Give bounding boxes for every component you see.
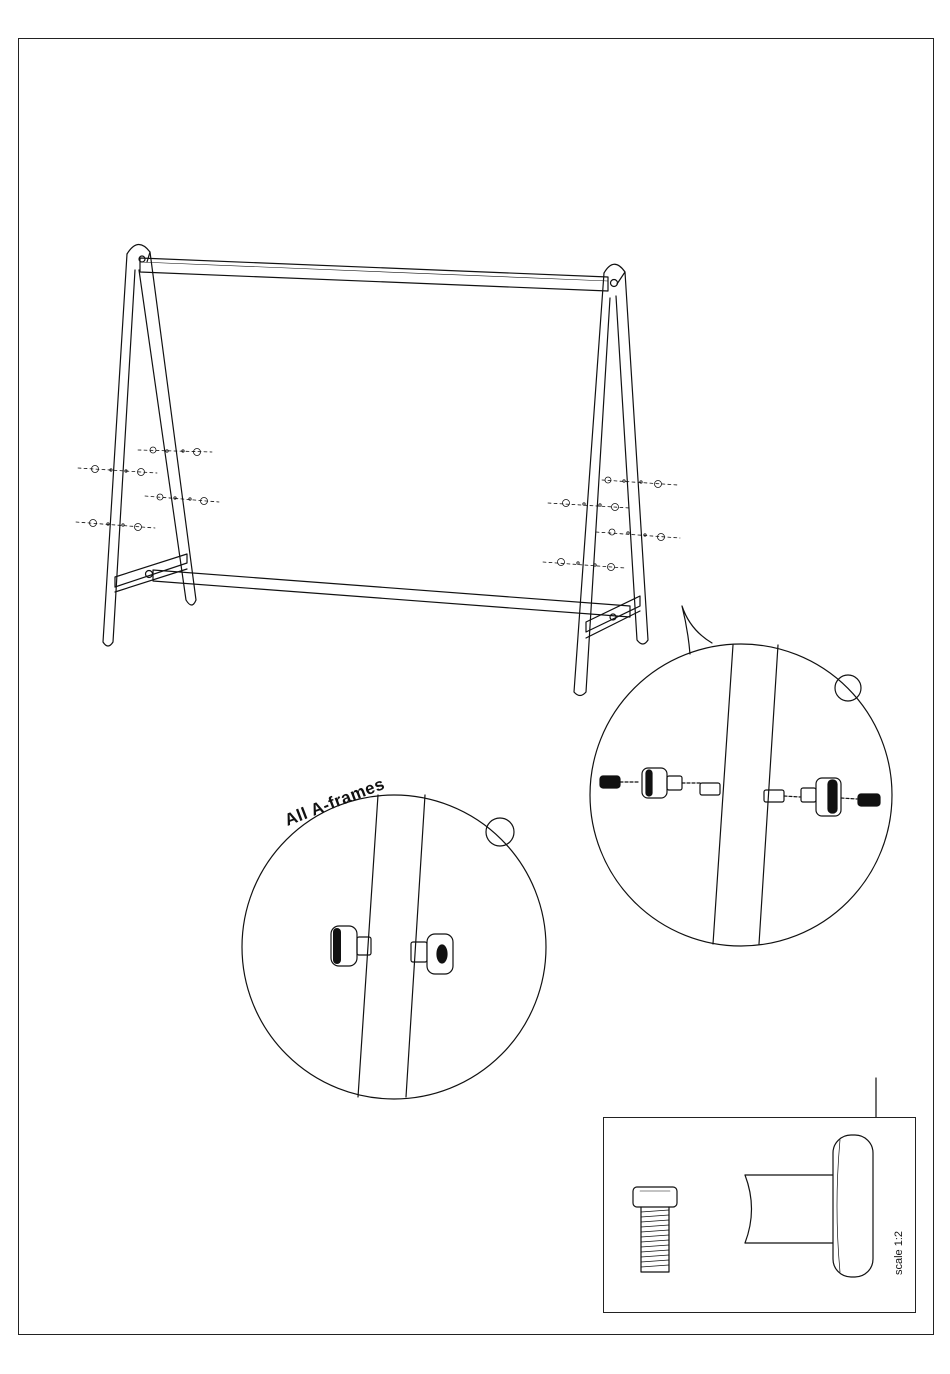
- scale-label: scale 1:2: [893, 1231, 905, 1275]
- detail-marker-left: [486, 818, 514, 846]
- scale-detail-box: [603, 1117, 916, 1313]
- right-fasteners-exploded: [543, 477, 680, 571]
- clothes-rack-frame: [103, 244, 648, 695]
- left-fasteners-exploded: [76, 447, 219, 531]
- left-detail-callout: [242, 795, 546, 1099]
- right-detail-callout: [590, 606, 892, 946]
